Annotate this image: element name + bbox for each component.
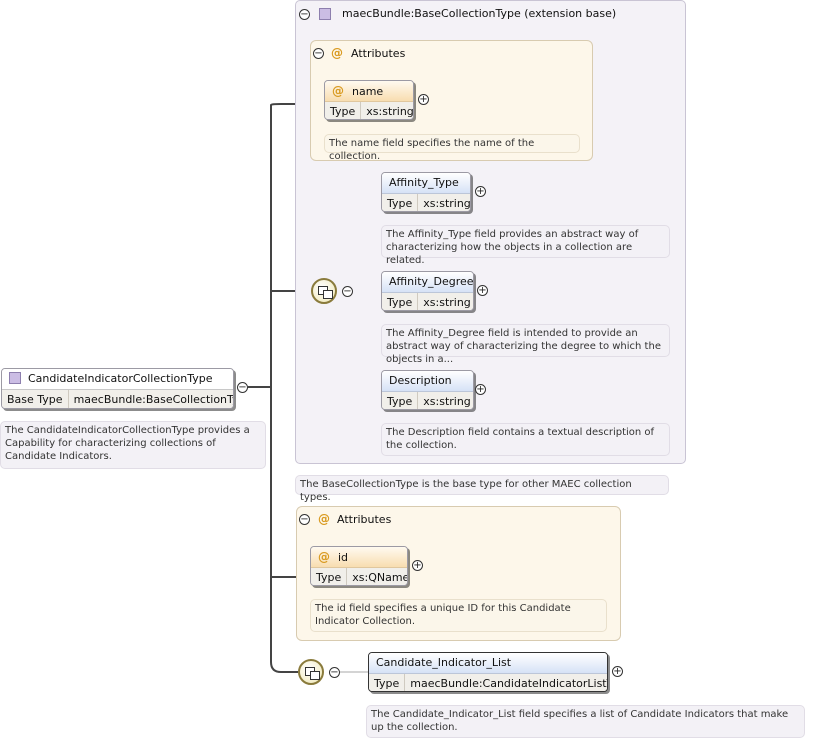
- expand-icon[interactable]: +: [475, 186, 486, 197]
- candidate-indicator-list-node[interactable]: Candidate_Indicator_List Type maecBundle…: [368, 652, 608, 692]
- expand-icon[interactable]: +: [612, 666, 623, 677]
- expand-icon[interactable]: +: [412, 560, 423, 571]
- attribute-icon: @: [331, 46, 343, 60]
- sequence-compositor-icon[interactable]: [298, 659, 324, 685]
- collapse-icon[interactable]: −: [299, 9, 310, 20]
- id-attribute-node[interactable]: @ id Type xs:QName: [310, 546, 408, 586]
- name-attribute-node[interactable]: @ name Type xs:string: [324, 80, 414, 120]
- attribute-icon: @: [318, 550, 330, 564]
- attribute-icon: @: [332, 84, 344, 98]
- type-value: maecBundle:CandidateIndicatorListType: [410, 677, 607, 690]
- id-attribute-name: id: [338, 551, 349, 564]
- type-label: Type: [369, 674, 406, 691]
- collapse-icon[interactable]: −: [237, 382, 248, 393]
- type-value: xs:QName: [352, 571, 408, 584]
- type-value: xs:string: [423, 197, 471, 210]
- base-type-label: Base Type: [2, 390, 69, 408]
- name-attribute-doc: The name field specifies the name of the…: [324, 134, 580, 162]
- description-doc: The Description field contains a textual…: [381, 423, 670, 456]
- affinity-type-node[interactable]: Affinity_Type Type xs:string: [381, 172, 471, 212]
- description-name: Description: [382, 371, 473, 392]
- inherited-attributes-title: Attributes: [351, 47, 406, 60]
- expand-icon[interactable]: +: [418, 94, 429, 105]
- affinity-type-doc: The Affinity_Type field provides an abst…: [381, 225, 670, 266]
- affinity-degree-node[interactable]: Affinity_Degree Type xs:string: [381, 271, 474, 311]
- affinity-degree-name: Affinity_Degree: [382, 272, 473, 293]
- type-value: xs:string: [423, 296, 471, 309]
- id-attribute-doc: The id field specifies a unique ID for t…: [310, 599, 607, 632]
- candidate-indicator-list-doc: The Candidate_Indicator_List field speci…: [366, 705, 805, 738]
- type-label: Type: [325, 102, 362, 119]
- root-type-name: CandidateIndicatorCollectionType: [28, 372, 213, 385]
- type-label: Type: [311, 568, 348, 585]
- complex-type-icon: [319, 8, 331, 20]
- root-type-node[interactable]: CandidateIndicatorCollectionType Base Ty…: [1, 368, 234, 409]
- collapse-icon[interactable]: −: [342, 286, 353, 297]
- collapse-icon[interactable]: −: [299, 514, 310, 525]
- sequence-compositor-icon[interactable]: [311, 278, 337, 304]
- type-label: Type: [382, 293, 419, 310]
- expand-icon[interactable]: +: [475, 384, 486, 395]
- affinity-degree-doc: The Affinity_Degree field is intended to…: [381, 324, 670, 365]
- type-label: Type: [382, 194, 419, 211]
- type-value: xs:string: [366, 105, 414, 118]
- description-node[interactable]: Description Type xs:string: [381, 370, 474, 410]
- attribute-icon: @: [318, 512, 330, 526]
- base-type-value: maecBundle:BaseCollectionType: [73, 393, 233, 406]
- collapse-icon[interactable]: −: [329, 667, 340, 678]
- candidate-indicator-list-name: Candidate_Indicator_List: [369, 653, 607, 674]
- extension-doc: The BaseCollectionType is the base type …: [295, 475, 669, 503]
- type-label: Type: [382, 392, 419, 409]
- collapse-icon[interactable]: −: [313, 48, 324, 59]
- type-value: xs:string: [423, 395, 471, 408]
- own-attributes-title: Attributes: [337, 513, 392, 526]
- root-type-doc: The CandidateIndicatorCollectionType pro…: [0, 421, 266, 469]
- extension-title: maecBundle:BaseCollectionType (extension…: [342, 7, 617, 20]
- name-attribute-name: name: [352, 85, 384, 98]
- affinity-type-name: Affinity_Type: [382, 173, 470, 194]
- complex-type-icon: [9, 372, 21, 384]
- expand-icon[interactable]: +: [477, 285, 488, 296]
